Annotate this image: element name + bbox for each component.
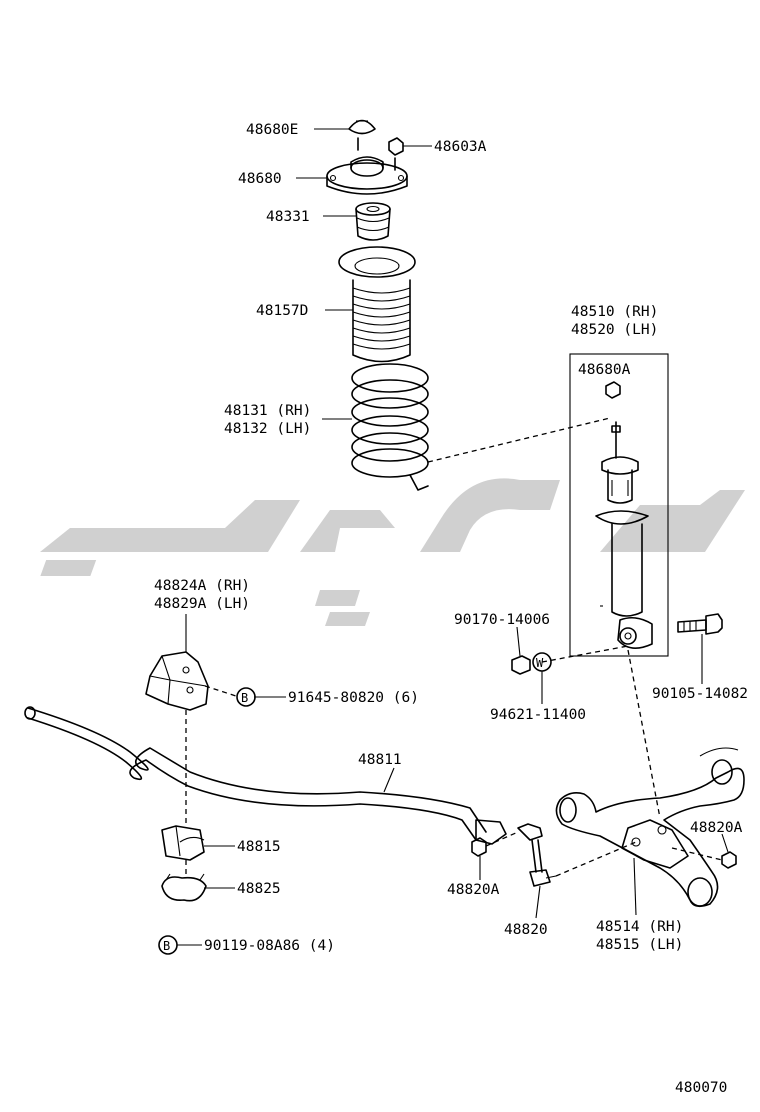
label-48131: 48131 (RH) bbox=[224, 403, 311, 419]
part-48680-support[interactable] bbox=[326, 137, 408, 195]
part-48131-coil-spring[interactable] bbox=[351, 363, 429, 491]
label-48514: 48514 (RH) bbox=[596, 919, 683, 935]
label-90119: 90119-08A86 (4) bbox=[204, 938, 335, 954]
label-48829a: 48829A (LH) bbox=[154, 596, 250, 612]
label-48132: 48132 (LH) bbox=[224, 421, 311, 437]
label-90105: 90105-14082 bbox=[652, 686, 748, 702]
part-48820a-nut-left[interactable] bbox=[471, 837, 487, 857]
label-94621: 94621-11400 bbox=[490, 707, 586, 723]
part-labels: 48680E 48603A 48680 48331 48157D 48131 (… bbox=[154, 122, 748, 1096]
part-48811-stabilizer-bar[interactable] bbox=[24, 706, 507, 845]
label-48811: 48811 bbox=[358, 752, 402, 768]
part-48680e-cap[interactable] bbox=[348, 119, 376, 135]
label-91645: 91645-80820 (6) bbox=[288, 690, 419, 706]
assembly-dashed-lines bbox=[185, 417, 723, 877]
label-48331: 48331 bbox=[266, 209, 310, 225]
part-48603a-nut[interactable] bbox=[388, 137, 404, 156]
part-48680a-nut[interactable] bbox=[605, 381, 621, 399]
label-48820a-right: 48820A bbox=[690, 820, 743, 836]
part-48331-bumper[interactable] bbox=[355, 202, 391, 241]
label-48603a: 48603A bbox=[434, 139, 487, 155]
svg-text:W: W bbox=[536, 656, 544, 670]
label-48680e: 48680E bbox=[246, 122, 298, 138]
part-48820-stabilizer-link[interactable] bbox=[517, 823, 557, 887]
label-48680a: 48680A bbox=[578, 362, 631, 378]
label-48824a: 48824A (RH) bbox=[154, 578, 250, 594]
part-48824a-bracket[interactable] bbox=[145, 651, 209, 711]
label-90170: 90170-14006 bbox=[454, 612, 550, 628]
bolt-b-marker-91645: B bbox=[236, 687, 256, 707]
label-48157d: 48157D bbox=[256, 303, 308, 319]
label-48510: 48510 (RH) bbox=[571, 304, 658, 320]
bolt-b-marker-90119: B bbox=[158, 935, 178, 955]
shock-absorber-group[interactable] bbox=[569, 353, 669, 657]
label-48820: 48820 bbox=[504, 922, 548, 938]
label-48520: 48520 (LH) bbox=[571, 322, 658, 338]
label-48680: 48680 bbox=[238, 171, 282, 187]
part-90105-bolt[interactable] bbox=[677, 613, 723, 635]
label-48820a-left: 48820A bbox=[447, 882, 500, 898]
part-90170-nut[interactable] bbox=[511, 655, 531, 675]
label-48815: 48815 bbox=[237, 839, 281, 855]
figure-number: 480070 bbox=[675, 1080, 727, 1096]
part-48825-bracket[interactable] bbox=[161, 873, 207, 902]
part-48157d-dust-boot[interactable] bbox=[338, 246, 416, 363]
shock-group-frame bbox=[569, 353, 669, 657]
part-48820a-nut-right[interactable] bbox=[721, 851, 737, 869]
svg-text:B: B bbox=[163, 939, 170, 953]
part-48815-bushing[interactable] bbox=[161, 825, 205, 861]
leader-lines bbox=[177, 128, 729, 946]
watermark-logo bbox=[40, 478, 745, 626]
part-48514-lower-arm[interactable] bbox=[555, 747, 745, 908]
label-48515: 48515 (LH) bbox=[596, 937, 683, 953]
svg-text:B: B bbox=[241, 691, 248, 705]
label-48825: 48825 bbox=[237, 881, 281, 897]
